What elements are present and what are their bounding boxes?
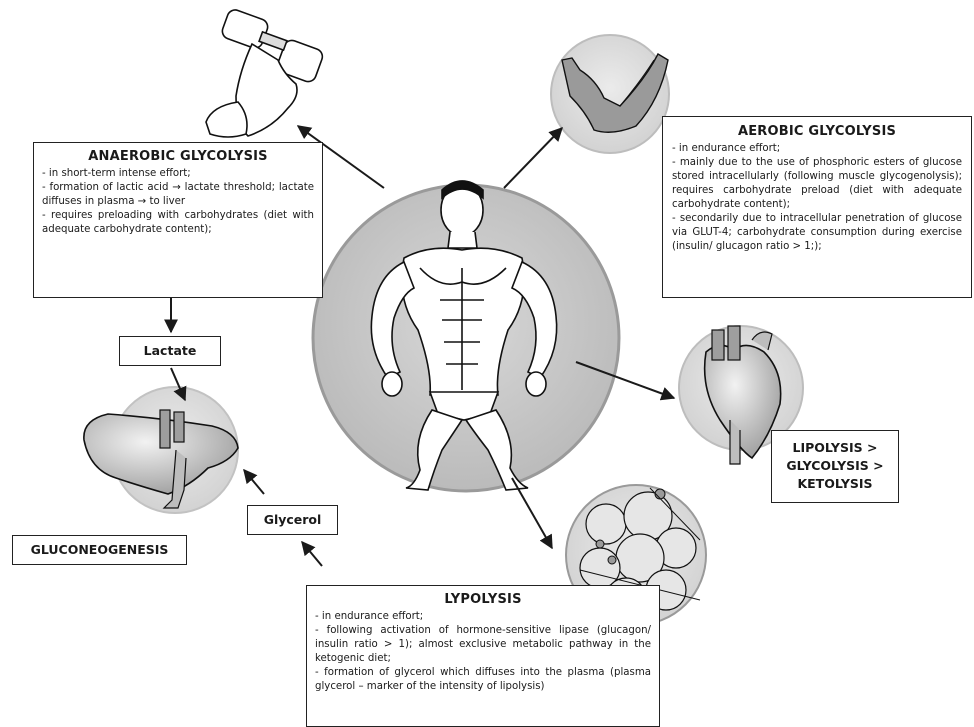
glycerol-box: Glycerol [247,505,338,535]
anaerobic-glycolysis-box: ANAEROBIC GLYCOLYSIS - in short-term int… [33,142,323,298]
anaerobic-title: ANAEROBIC GLYCOLYSIS [42,149,314,164]
arrow-center-to-adipose [512,478,552,548]
lipolysis-order-line: GLYCOLYSIS > [778,457,892,475]
lipolysis-order-line: KETOLYSIS [778,475,892,493]
arrow-center-to-aerobic [504,128,562,188]
gluconeogenesis-box: GLUCONEOGENESIS [12,535,187,565]
aerobic-line: - mainly due to the use of phosphoric es… [672,156,962,212]
lypolysis-box: LYPOLYSIS - in endurance effort; - follo… [306,585,660,727]
arrow-glycerol-to-liver [244,470,264,494]
lypolysis-title: LYPOLYSIS [315,592,651,607]
anaerobic-line: - formation of lactic acid → lactate thr… [42,181,314,209]
lypolysis-line: - following activation of hormone-sensit… [315,624,651,666]
arrow-lypolysis-to-glycerol [302,542,322,566]
lipolysis-order-line: LIPOLYSIS > [778,439,892,457]
arm-muscle-icon [551,35,669,153]
aerobic-title: AEROBIC GLYCOLYSIS [672,124,962,139]
lipolysis-order-box: LIPOLYSIS > GLYCOLYSIS > KETOLYSIS [771,430,899,503]
anaerobic-lines: - in short-term intense effort; - format… [42,167,314,237]
aerobic-glycolysis-box: AEROBIC GLYCOLYSIS - in endurance effort… [662,116,972,298]
aerobic-line: - secondarily due to intracellular penet… [672,212,962,254]
aerobic-lines: - in endurance effort; - mainly due to t… [672,142,962,254]
flexed-arm-dumbbell-icon [206,8,325,137]
lypolysis-lines: - in endurance effort; - following activ… [315,610,651,694]
lypolysis-line: - in endurance effort; [315,610,651,624]
liver-icon [84,387,238,513]
lactate-box: Lactate [119,336,221,366]
anaerobic-line: - in short-term intense effort; [42,167,314,181]
lypolysis-line: - formation of glycerol which diffuses i… [315,666,651,694]
anaerobic-line: - requires preloading with carbohydrates… [42,209,314,237]
aerobic-line: - in endurance effort; [672,142,962,156]
